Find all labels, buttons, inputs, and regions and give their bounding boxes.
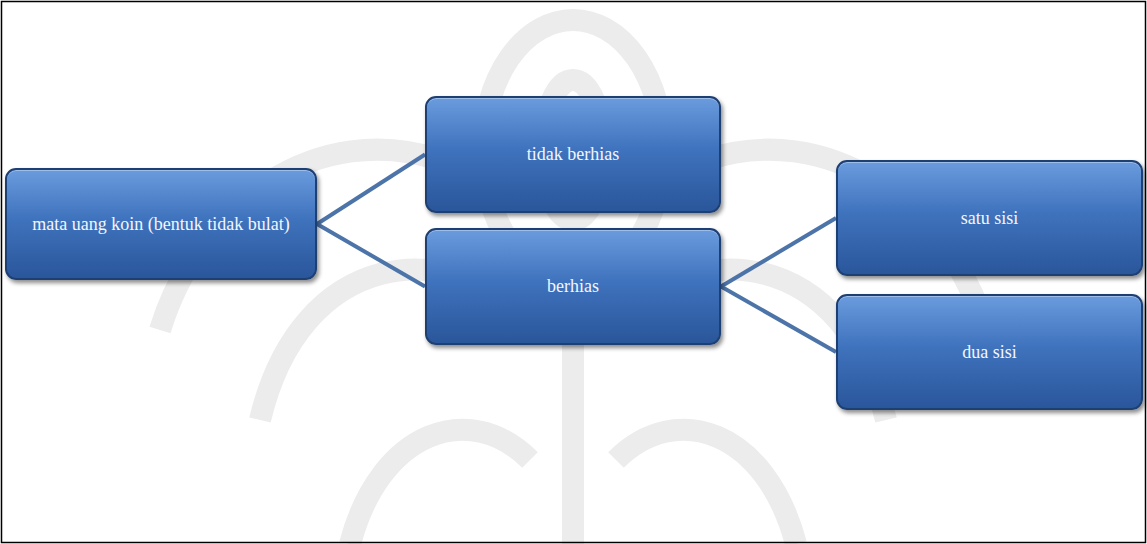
- box-label: mata uang koin (bentuk tidak bulat): [32, 212, 289, 236]
- box-label: dua sisi: [962, 340, 1017, 364]
- process-box: dua sisi: [836, 294, 1143, 410]
- connector-line: [317, 224, 425, 287]
- connector-line: [721, 218, 836, 287]
- box-label: tidak berhias: [527, 142, 619, 166]
- process-box: berhias: [425, 228, 721, 345]
- connector-line: [317, 155, 425, 225]
- connector-line: [721, 287, 836, 353]
- box-label: satu sisi: [961, 206, 1019, 230]
- process-box: tidak berhias: [425, 96, 721, 213]
- box-label: berhias: [547, 274, 599, 298]
- process-box: mata uang koin (bentuk tidak bulat): [5, 168, 317, 280]
- process-box: satu sisi: [836, 160, 1143, 276]
